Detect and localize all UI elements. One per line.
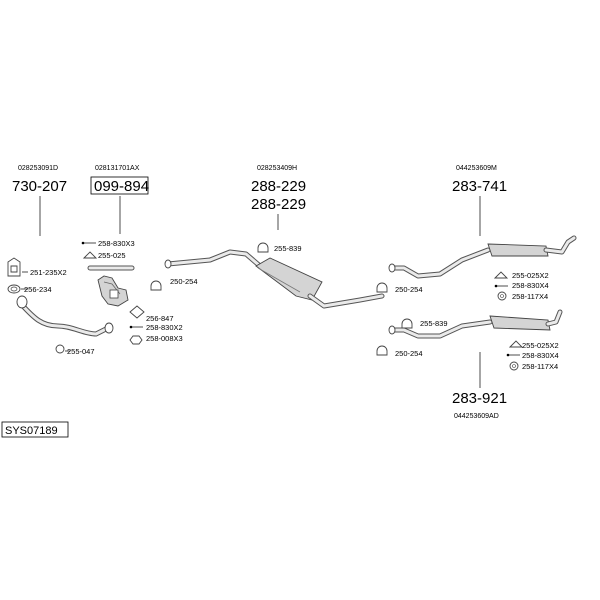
fitting-label[interactable]: 258-117X4 [522, 362, 558, 371]
fitting-label[interactable]: 255-839 [420, 319, 448, 328]
system-code: SYS07189 [5, 425, 58, 437]
part-number-front-pipe[interactable]: 730-207 [12, 178, 67, 195]
fitting-label[interactable]: 255-025X2 [512, 271, 549, 280]
fitting-label[interactable]: 255-025X2 [522, 341, 559, 350]
nut-icon [129, 335, 143, 345]
hanger-icon [82, 251, 98, 259]
catalyst-part-box [90, 176, 149, 195]
gasket-icon [129, 305, 145, 319]
middle-silencer-group: 255-839 [164, 242, 385, 309]
part-number-catalyst[interactable]: 099-894 [94, 178, 149, 195]
ref-number-rear-silencer-lower: 044253609AD [454, 413, 499, 420]
fitting-label[interactable]: 258-117X4 [512, 292, 548, 301]
part-number-middle-silencer[interactable]: 288-229 [251, 178, 306, 195]
hanger-icon [508, 340, 524, 348]
pipe-end-icon [164, 259, 172, 269]
bracket-icon [7, 257, 21, 277]
rear-silencer-upper-icon [487, 243, 549, 257]
clamp-icon [55, 344, 65, 354]
clamp-icon [376, 345, 388, 356]
fitting-label[interactable]: 250-254 [395, 285, 423, 294]
fitting-label[interactable]: 258-830X2 [146, 323, 183, 332]
fitting-label[interactable]: 256-234 [24, 285, 52, 294]
catalyst-port-icon [109, 289, 119, 299]
rear-silencer-upper-group: 250-254 255-025X2 258-830X4 258-117X4 [376, 235, 577, 301]
rear-upper-inlet-pipe-icon [389, 247, 491, 279]
fitting-label[interactable]: 250-254 [395, 349, 423, 358]
clamp-icon [401, 318, 413, 329]
rear-silencer-lower-group: 255-839 250-254 255-025X2 258-830X4 258-… [376, 309, 563, 371]
fitting-label[interactable]: 250-254 [170, 277, 198, 286]
front-pipe-flange-icon [16, 295, 28, 309]
fitting-label[interactable]: 258-830X4 [512, 281, 549, 290]
clamp-icon [376, 282, 388, 293]
ref-number-catalyst: 028131701AX [95, 165, 140, 172]
fitting-label[interactable]: 258-008X3 [146, 334, 183, 343]
front-pipe-end-flange-icon [104, 322, 114, 334]
fitting-label[interactable]: 258-830X3 [98, 239, 135, 248]
pipe-end-icon [388, 325, 396, 335]
ref-number-rear-silencer-upper: 044253609M [456, 165, 497, 172]
clamp-icon [150, 280, 162, 291]
fitting-label[interactable]: 255-839 [274, 244, 302, 253]
fitting-label[interactable]: 251-235X2 [30, 268, 67, 277]
part-number-rear-silencer-lower[interactable]: 283-921 [452, 390, 507, 407]
part-number-rear-silencer-upper[interactable]: 283-741 [452, 178, 507, 195]
rear-silencer-lower-icon [489, 315, 551, 331]
middle-silencer-icon [255, 257, 323, 301]
fitting-label[interactable]: 255-047 [67, 347, 95, 356]
gasket-ring-inner-icon [10, 286, 18, 292]
fitting-label[interactable]: 255-025 [98, 251, 126, 260]
hanger-icon [493, 271, 509, 279]
ref-number-middle-silencer: 028253409H [257, 165, 297, 172]
ref-number-front-pipe: 028253091D [18, 165, 58, 172]
fitting-label[interactable]: 256-847 [146, 314, 174, 323]
pipe-end-icon [388, 263, 396, 273]
system-code-box [1, 421, 69, 438]
fitting-label[interactable]: 258-830X4 [522, 351, 559, 360]
front-pipe-group: 251-235X2 256-234 255-047 [7, 257, 114, 356]
catalyst-group: 258-830X3 255-025 250-254 256-847 258-83… [81, 239, 198, 345]
clamp-icon [257, 242, 269, 253]
part-number-middle-silencer-alt[interactable]: 288-229 [251, 196, 306, 213]
